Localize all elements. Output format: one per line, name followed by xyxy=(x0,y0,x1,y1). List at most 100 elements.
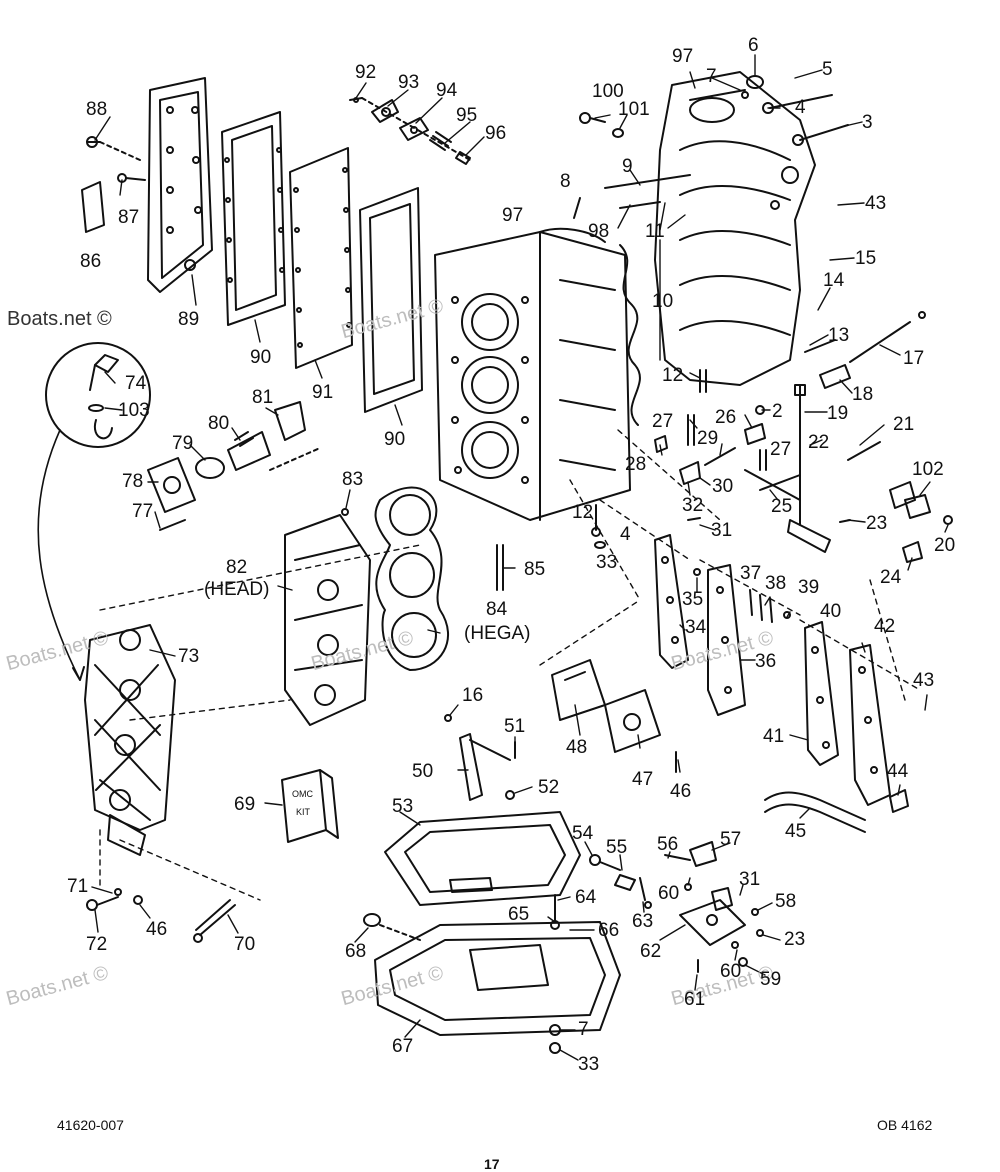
exhaust-gasket-90b xyxy=(359,187,423,413)
callout-19: 19 xyxy=(827,403,849,424)
callout-98: 98 xyxy=(588,221,610,242)
callout-44: 44 xyxy=(887,761,909,782)
diagram-code-left: 41620-007 xyxy=(57,1117,124,1133)
callout-50: 50 xyxy=(412,761,434,782)
bolt-12-4-33 xyxy=(591,504,606,549)
callout-97: 97 xyxy=(502,205,524,226)
callout-7: 7 xyxy=(706,66,717,87)
callout-94: 94 xyxy=(436,80,458,101)
kit-box-69 xyxy=(281,769,339,843)
callout-91: 91 xyxy=(312,382,334,403)
callout-48: 48 xyxy=(566,737,588,758)
callout-90: 90 xyxy=(384,429,406,450)
callout-33: 33 xyxy=(578,1054,600,1075)
clips-102 xyxy=(889,481,953,563)
callout-100: 100 xyxy=(592,81,624,102)
callout-95: 95 xyxy=(456,105,478,126)
cylinder-head-82 xyxy=(284,514,371,726)
dowels-100-101 xyxy=(579,112,624,138)
callout-74: 74 xyxy=(125,373,147,394)
callout-23: 23 xyxy=(866,513,888,534)
exhaust-cover-89 xyxy=(147,77,213,293)
callout-43: 43 xyxy=(865,193,887,214)
callout-80: 80 xyxy=(208,413,230,434)
detail-circle-74-103 xyxy=(37,342,151,681)
callout-5: 5 xyxy=(822,59,833,80)
thermostat-80 xyxy=(227,431,271,471)
callout-11: 11 xyxy=(645,221,665,242)
callout-10: 10 xyxy=(652,291,674,312)
seal-79 xyxy=(195,457,225,479)
callout-35: 35 xyxy=(682,589,704,610)
parts-70-72 xyxy=(86,888,236,943)
tube-45 xyxy=(764,789,909,833)
cover-47 xyxy=(604,689,661,753)
callout-45: 45 xyxy=(785,821,807,842)
callout-32: 32 xyxy=(682,495,704,516)
callout-12: 12 xyxy=(662,365,684,386)
callout-27: 27 xyxy=(652,411,674,432)
callout-22: 22 xyxy=(808,432,830,453)
callout-79: 79 xyxy=(172,433,194,454)
callout-69: 69 xyxy=(234,794,256,815)
callout-53: 53 xyxy=(392,796,414,817)
callout-61: 61 xyxy=(684,989,706,1010)
callout-27: 27 xyxy=(770,439,792,460)
callout-60: 60 xyxy=(658,883,680,904)
label-plate-86 xyxy=(81,181,105,233)
plate-34 xyxy=(654,534,689,669)
gasket-53 xyxy=(384,811,581,906)
callout-102: 102 xyxy=(912,459,944,480)
callout-25: 25 xyxy=(771,496,793,517)
page-number: 17 xyxy=(484,1156,500,1172)
callout-84: 84 xyxy=(486,599,508,620)
callout-40: 40 xyxy=(820,601,842,622)
callout-51: 51 xyxy=(504,716,526,737)
bracket-81 xyxy=(269,401,321,471)
callout-68: 68 xyxy=(345,941,367,962)
callout-18: 18 xyxy=(852,384,874,405)
callout-39: 39 xyxy=(798,577,820,598)
callout-86: 86 xyxy=(80,251,102,272)
callout-43: 43 xyxy=(913,670,935,691)
small-parts-35-40 xyxy=(693,568,791,623)
callout-17: 17 xyxy=(903,348,925,369)
dowel-85 xyxy=(496,544,504,591)
crankcase-97 xyxy=(654,71,816,386)
callout-63: 63 xyxy=(632,911,654,932)
callout-20: 20 xyxy=(934,535,956,556)
callout-26: 26 xyxy=(715,407,737,428)
callout-72: 72 xyxy=(86,934,108,955)
cylinder-block-97 xyxy=(434,227,641,521)
callout-head-note: (HEAD) xyxy=(204,579,270,600)
callout-71: 71 xyxy=(67,876,89,897)
callout-30: 30 xyxy=(712,476,734,497)
bracket-48 xyxy=(551,659,606,721)
callout-38: 38 xyxy=(765,573,787,594)
callout-103: 103 xyxy=(118,400,150,421)
callout-34: 34 xyxy=(685,617,707,638)
callout-70: 70 xyxy=(234,934,256,955)
callout-88: 88 xyxy=(86,99,108,120)
callout-47: 47 xyxy=(632,769,654,790)
callout-37: 37 xyxy=(740,563,762,584)
kit-box-text: OMC xyxy=(292,789,313,799)
callout-46: 46 xyxy=(670,781,692,802)
callout-93: 93 xyxy=(398,72,420,93)
callout-101: 101 xyxy=(618,99,650,120)
pump-cover-78 xyxy=(147,457,196,531)
adapter-plate-67 xyxy=(363,894,621,1054)
callout-67: 67 xyxy=(392,1036,414,1057)
diagram-code-right: OB 4162 xyxy=(877,1117,933,1133)
callout-97: 97 xyxy=(672,46,694,67)
callout-9: 9 xyxy=(622,156,633,177)
callout-24: 24 xyxy=(880,567,902,588)
callout-96: 96 xyxy=(485,123,507,144)
callout-65: 65 xyxy=(508,904,530,925)
callout-hega-note: (HEGA) xyxy=(464,623,531,644)
plate-41 xyxy=(804,621,839,766)
callout-52: 52 xyxy=(538,777,560,798)
callout-33: 33 xyxy=(596,552,618,573)
callout-64: 64 xyxy=(575,887,597,908)
